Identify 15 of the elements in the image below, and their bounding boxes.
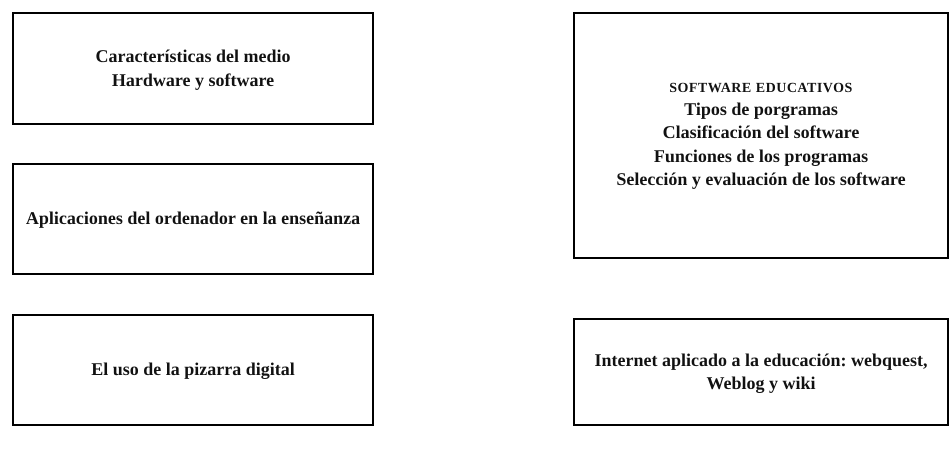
box-text: Aplicaciones del ordenador en la enseñanza: [26, 207, 360, 230]
box-text: Clasificación del software: [662, 121, 860, 144]
topic-box: [12, 12, 374, 125]
box-text: El uso de la pizarra digital: [91, 358, 295, 382]
box-text: Tipos de porgramas: [684, 98, 838, 121]
box-text: Hardware y software: [112, 68, 274, 92]
box-text: Funciones de los programas: [654, 144, 868, 168]
box-text: Características del medio: [96, 45, 290, 68]
topic-box: [573, 12, 949, 259]
box-heading: SOFTWARE EDUCATIVOS: [669, 80, 853, 98]
topic-box: [573, 318, 949, 426]
topic-box: [12, 163, 374, 275]
box-text: Selección y evaluación de los software: [616, 168, 906, 191]
topic-box: [12, 314, 374, 426]
box-text: Internet aplicado a la educación: webquest, Weblog y wiki: [594, 348, 928, 395]
